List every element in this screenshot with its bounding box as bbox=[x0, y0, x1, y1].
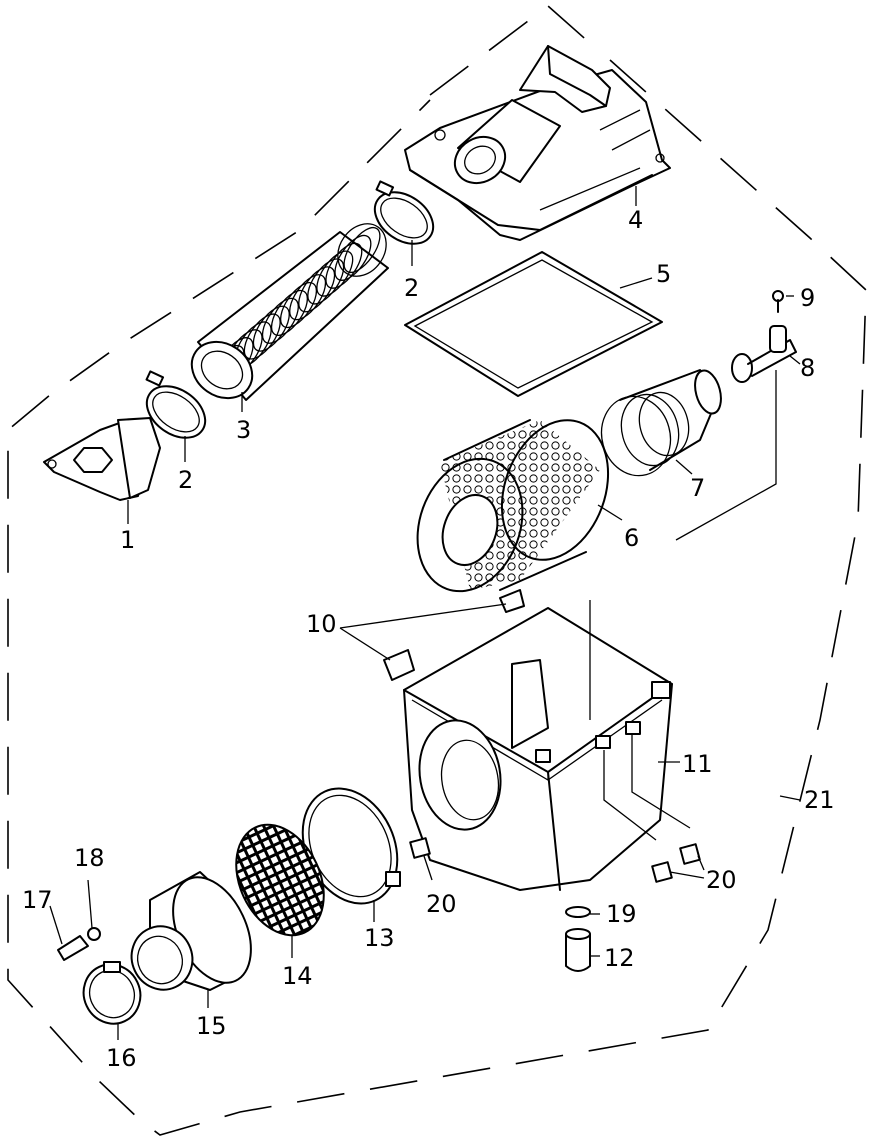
mesh-screen-part bbox=[235, 823, 325, 937]
mounting-pads-part bbox=[409, 837, 701, 883]
callout-2-lower: 2 bbox=[178, 466, 193, 494]
callout-2-upper: 2 bbox=[404, 274, 419, 302]
callout-6: 6 bbox=[624, 524, 639, 552]
nipple-and-clip-part bbox=[57, 927, 101, 961]
callout-15: 15 bbox=[196, 1012, 227, 1040]
leader-lines bbox=[49, 186, 801, 1040]
callout-21: 21 bbox=[804, 786, 835, 814]
filter-element-part bbox=[416, 419, 610, 593]
callout-16: 16 bbox=[106, 1044, 137, 1072]
callout-18: 18 bbox=[74, 844, 105, 872]
callout-17: 17 bbox=[22, 886, 53, 914]
assembly-boundary-dashed bbox=[7, 4, 867, 1136]
outlet-clamp-part bbox=[82, 961, 142, 1025]
callout-11: 11 bbox=[682, 750, 713, 778]
callout-12: 12 bbox=[604, 944, 635, 972]
callout-3: 3 bbox=[236, 416, 251, 444]
hose-clamp-upper-part bbox=[373, 180, 435, 245]
callout-20-right: 20 bbox=[706, 866, 737, 894]
callout-14: 14 bbox=[282, 962, 313, 990]
wing-bolt-part bbox=[675, 290, 797, 541]
callout-labels: 1 2 3 2 4 5 6 7 8 9 10 11 12 13 14 15 16… bbox=[22, 206, 835, 1072]
callout-7: 7 bbox=[690, 474, 705, 502]
inlet-adapter-part bbox=[43, 417, 161, 501]
callout-8: 8 bbox=[800, 354, 815, 382]
drain-valve-part bbox=[565, 906, 591, 972]
gasket-part bbox=[404, 251, 663, 397]
hose-clamp-lower-part bbox=[145, 370, 207, 439]
corrugated-hose-part bbox=[190, 223, 389, 401]
retaining-clips-part bbox=[383, 589, 525, 681]
callout-1: 1 bbox=[120, 526, 135, 554]
callout-5: 5 bbox=[656, 260, 671, 288]
callout-20-left: 20 bbox=[426, 890, 457, 918]
callout-4: 4 bbox=[628, 206, 643, 234]
rubber-cover-part bbox=[130, 871, 252, 991]
callout-13: 13 bbox=[364, 924, 395, 952]
callout-19: 19 bbox=[606, 900, 637, 928]
filter-cage-part bbox=[600, 369, 722, 477]
air-filter-cover-part bbox=[404, 45, 671, 241]
filter-housing-part bbox=[403, 600, 691, 891]
callout-10: 10 bbox=[306, 610, 337, 638]
callout-9: 9 bbox=[800, 284, 815, 312]
